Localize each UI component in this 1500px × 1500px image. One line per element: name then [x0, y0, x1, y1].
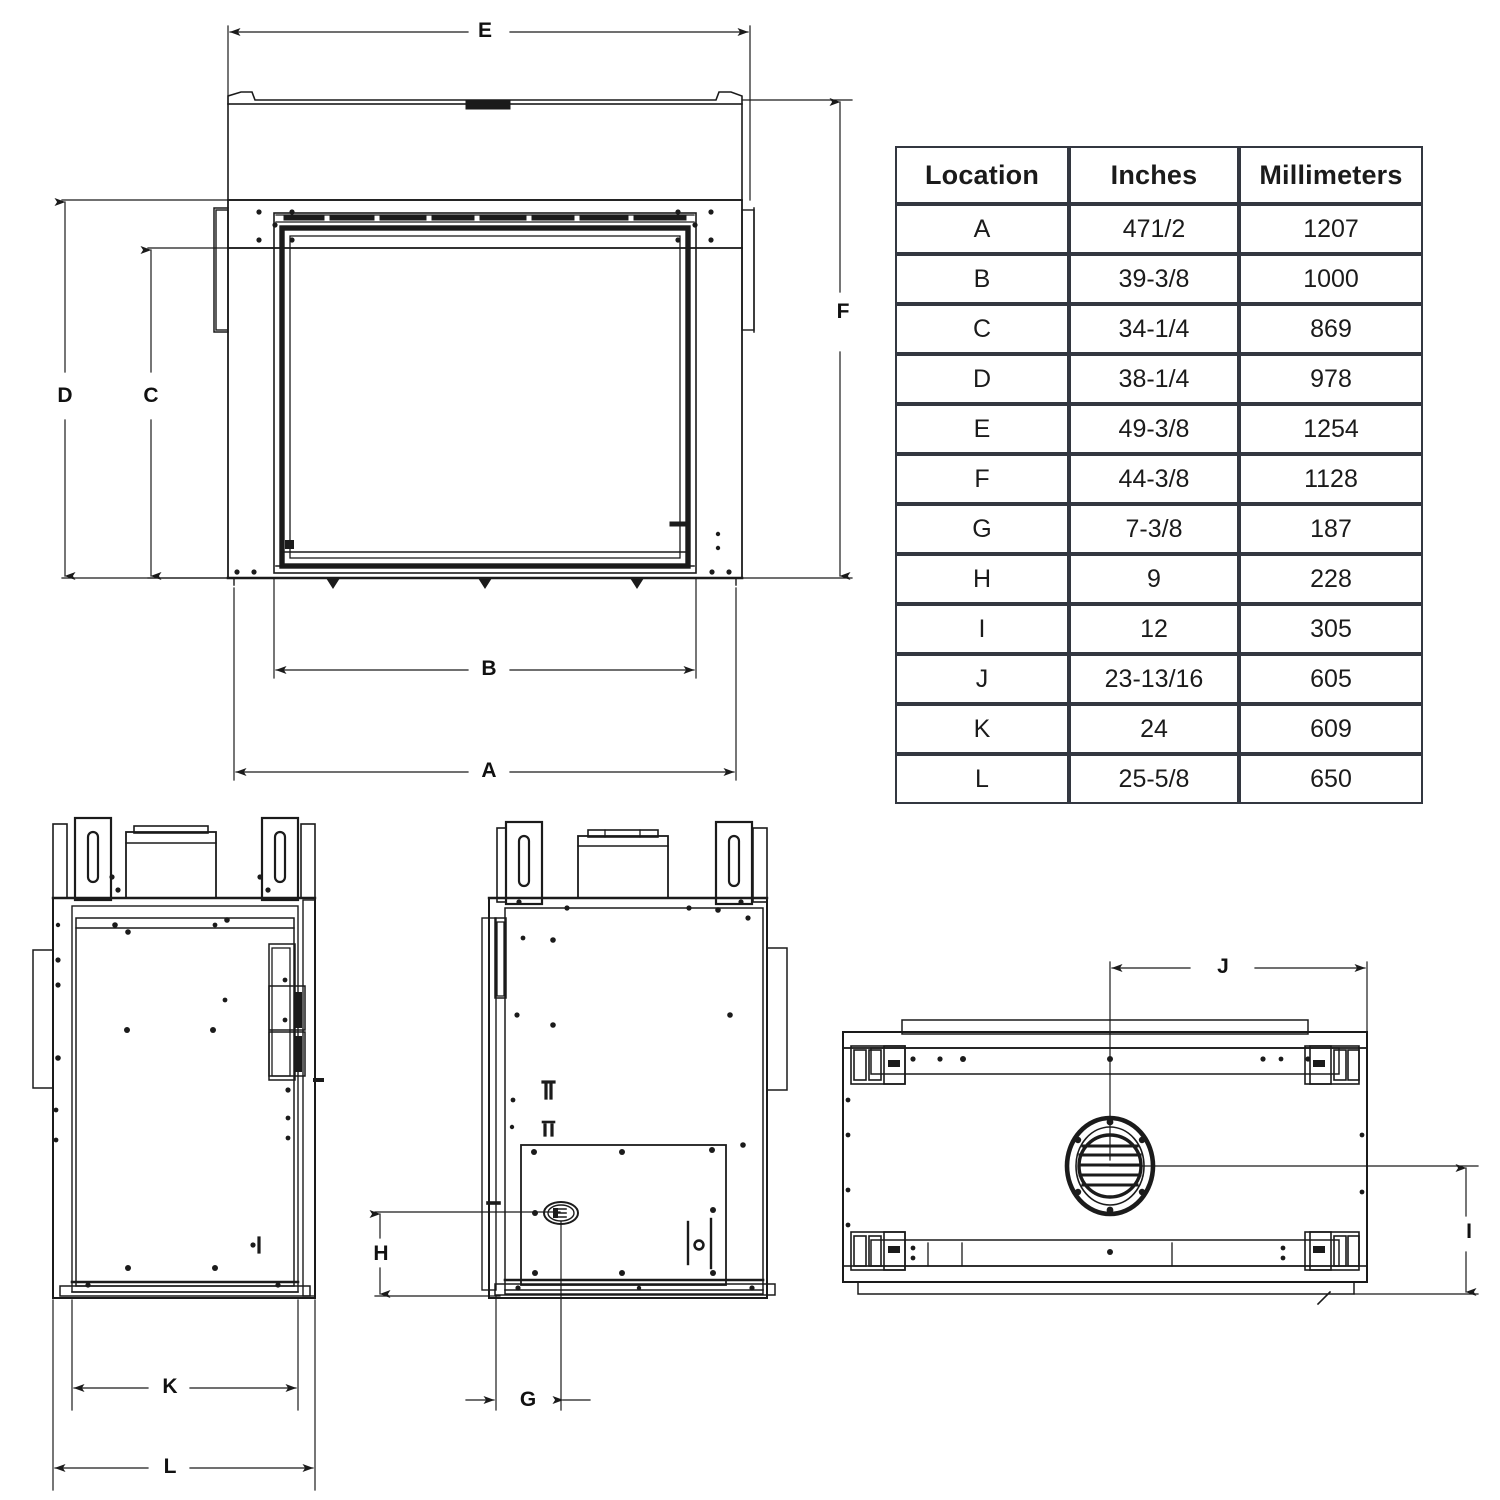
cell-location: E	[895, 404, 1069, 454]
dimension-label-D: D	[57, 384, 73, 407]
cell-location: J	[895, 654, 1069, 704]
table-row: E 49-3/8 1254	[895, 404, 1423, 454]
front-view-dimensions	[54, 25, 853, 781]
cell-inches: 25-5/8	[1069, 754, 1239, 804]
left-plan-dimensions	[52, 1299, 316, 1491]
table-row: G 7-3/8 187	[895, 504, 1423, 554]
cell-location: G	[895, 504, 1069, 554]
table-row: H 9 228	[895, 554, 1423, 604]
dimension-label-F: F	[836, 300, 850, 323]
cell-millimeters: 305	[1239, 604, 1423, 654]
cell-inches: 49-3/8	[1069, 404, 1239, 454]
dimension-label-I: I	[1466, 1220, 1472, 1243]
dimension-label-G: G	[519, 1388, 537, 1411]
table-row: J 23-13/16 605	[895, 654, 1423, 704]
cell-millimeters: 978	[1239, 354, 1423, 404]
cell-location: K	[895, 704, 1069, 754]
cell-location: A	[895, 204, 1069, 254]
cell-millimeters: 609	[1239, 704, 1423, 754]
cell-millimeters: 1000	[1239, 254, 1423, 304]
cell-location: F	[895, 454, 1069, 504]
dimension-table-container: Location Inches Millimeters A 471/2 1207…	[895, 146, 1423, 804]
front-elevation-geometry	[213, 91, 755, 589]
cell-millimeters: 650	[1239, 754, 1423, 804]
rear-view-geometry	[842, 1019, 1368, 1306]
table-row: A 471/2 1207	[895, 204, 1423, 254]
dimension-label-E: E	[477, 19, 492, 42]
dimension-label-C: C	[143, 384, 159, 407]
cell-location: C	[895, 304, 1069, 354]
cell-inches: 9	[1069, 554, 1239, 604]
table-row: F 44-3/8 1128	[895, 454, 1423, 504]
table-body: A 471/2 1207 B 39-3/8 1000 C 34-1/4 869 …	[895, 204, 1423, 804]
table-row: D 38-1/4 978	[895, 354, 1423, 404]
cell-millimeters: 1254	[1239, 404, 1423, 454]
rear-view-dimensions	[1109, 961, 1479, 1296]
cell-location: D	[895, 354, 1069, 404]
dimension-label-B: B	[481, 657, 497, 680]
dimension-label-H: H	[373, 1242, 389, 1265]
middle-plan-dimensions	[369, 1210, 591, 1411]
cell-inches: 24	[1069, 704, 1239, 754]
cell-location: L	[895, 754, 1069, 804]
dimension-table: Location Inches Millimeters A 471/2 1207…	[895, 146, 1423, 804]
table-row: C 34-1/4 869	[895, 304, 1423, 354]
table-row: B 39-3/8 1000	[895, 254, 1423, 304]
cell-inches: 12	[1069, 604, 1239, 654]
table-header-row: Location Inches Millimeters	[895, 146, 1423, 204]
dimension-label-A: A	[481, 759, 497, 782]
dimension-label-L: L	[163, 1455, 177, 1478]
header-inches: Inches	[1069, 146, 1239, 204]
cell-location: B	[895, 254, 1069, 304]
cell-inches: 23-13/16	[1069, 654, 1239, 704]
cell-inches: 471/2	[1069, 204, 1239, 254]
middle-plan-geometry	[481, 820, 788, 1299]
cell-millimeters: 1128	[1239, 454, 1423, 504]
cell-inches: 38-1/4	[1069, 354, 1239, 404]
cell-inches: 39-3/8	[1069, 254, 1239, 304]
table-row: L 25-5/8 650	[895, 754, 1423, 804]
left-plan-geometry	[32, 816, 324, 1299]
table-row: I 12 305	[895, 604, 1423, 654]
cell-millimeters: 228	[1239, 554, 1423, 604]
cell-millimeters: 605	[1239, 654, 1423, 704]
dimension-label-J: J	[1217, 955, 1229, 978]
cell-millimeters: 1207	[1239, 204, 1423, 254]
cell-millimeters: 869	[1239, 304, 1423, 354]
cell-location: I	[895, 604, 1069, 654]
header-location: Location	[895, 146, 1069, 204]
table-row: K 24 609	[895, 704, 1423, 754]
dimension-label-K: K	[162, 1375, 178, 1398]
header-millimeters: Millimeters	[1239, 146, 1423, 204]
cell-inches: 7-3/8	[1069, 504, 1239, 554]
cell-inches: 34-1/4	[1069, 304, 1239, 354]
cell-inches: 44-3/8	[1069, 454, 1239, 504]
cell-location: H	[895, 554, 1069, 604]
cell-millimeters: 187	[1239, 504, 1423, 554]
